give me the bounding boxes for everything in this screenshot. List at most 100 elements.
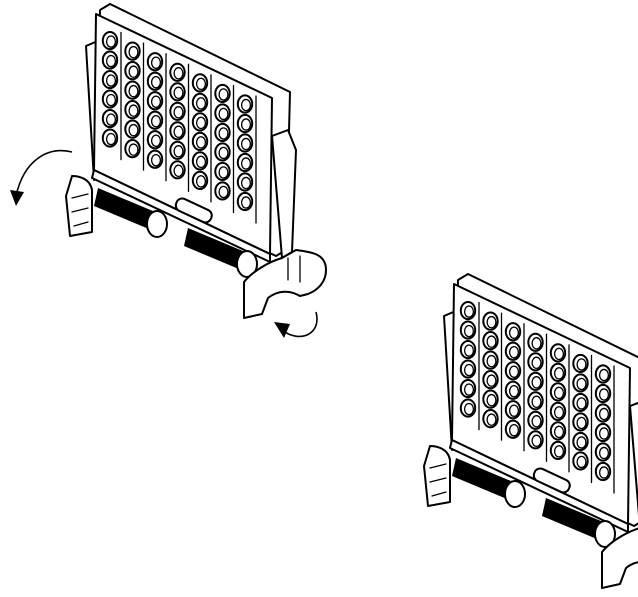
grid-hole-rim: [173, 106, 184, 119]
grid-hole-rim: [598, 427, 610, 440]
grid-hole-rim: [576, 377, 587, 391]
grid-hole-rim: [150, 95, 162, 108]
board-assembly-rotating-legs: [10, 3, 327, 338]
grid-hole-rim: [105, 113, 117, 126]
grid-hole-rim: [598, 407, 610, 421]
grid-hole-rim: [240, 196, 252, 209]
grid-hole-rim: [150, 114, 162, 128]
grid-hole-rim: [553, 406, 565, 419]
grid-hole-rim: [195, 155, 207, 169]
grid-hole-rim: [105, 54, 117, 68]
grid-hole-rim: [463, 324, 475, 338]
grid-hole-rim: [598, 368, 610, 382]
grid-hole-rim: [128, 143, 139, 156]
grid-hole-rim: [218, 166, 229, 179]
grid-hole-rim: [553, 347, 565, 361]
grid-hole-rim: [508, 384, 520, 398]
grid-hole-rim: [576, 358, 587, 371]
rotate-arrow-right: [281, 311, 318, 338]
grid-hole-rim: [150, 56, 162, 69]
grid-hole-rim: [531, 356, 542, 370]
grid-hole-rim: [128, 45, 139, 59]
grid-hole-rim: [486, 393, 497, 407]
grid-hole-rim: [553, 386, 565, 400]
grid-hole-rim: [508, 326, 520, 339]
grid-hole-rim: [218, 146, 229, 160]
grid-hole-rim: [173, 145, 184, 158]
grid-hole-rim: [598, 388, 610, 401]
grid-hole-rim: [508, 404, 520, 417]
grid-hole-rim: [576, 436, 587, 449]
grid-hole-rim: [173, 164, 184, 178]
grid-hole-rim: [240, 176, 252, 190]
arrowhead-right: [274, 322, 290, 338]
grid-hole-rim: [531, 376, 542, 389]
centre-latch: [174, 197, 213, 224]
grid-hole-rim: [195, 77, 207, 91]
release-slider-left: [452, 458, 518, 502]
grid-hole-rim: [195, 97, 207, 110]
arrowhead-left: [10, 190, 24, 206]
grid-hole-rim: [486, 354, 497, 368]
grid-hole-rim: [128, 123, 139, 137]
centre-latch: [532, 467, 571, 494]
grid-hole-rim: [240, 98, 252, 112]
rotate-arrow-left: [15, 150, 73, 197]
grid-hole-rim: [150, 75, 162, 89]
right-leg-upright: [629, 401, 638, 516]
grid-hole-rim: [463, 402, 475, 416]
grid-hole-rim: [173, 86, 184, 100]
grid-hole-rim: [508, 365, 520, 378]
left-foot: [423, 445, 451, 507]
grid-hole-rim: [508, 345, 520, 359]
left-foot-ribs: [429, 463, 447, 497]
grid-hole-rim: [531, 337, 542, 350]
grid-hole-rim: [531, 395, 542, 409]
grid-hole-rim: [463, 344, 475, 357]
slider-end-left: [146, 210, 168, 238]
grid-hole-rim: [553, 367, 565, 380]
grid-hole-rim: [240, 118, 252, 131]
grid-hole-rim: [463, 363, 475, 377]
grid-hole-rim: [576, 455, 587, 469]
left-foot-ribs: [71, 193, 89, 227]
grid-hole-rim: [128, 84, 139, 98]
grid-hole-rim: [218, 185, 229, 199]
grid-hole-rim: [486, 335, 497, 348]
grid-hole-rim: [105, 35, 117, 48]
right-leg-upright: [271, 129, 297, 259]
grid-hole-rim: [173, 125, 184, 139]
right-foot: [243, 249, 327, 319]
grid-hole-rim: [195, 136, 207, 149]
grid-hole-rim: [105, 74, 117, 87]
grid-hole-rim: [598, 446, 610, 460]
slider-end-left: [504, 480, 526, 508]
grid-hole-rim: [598, 466, 610, 479]
release-slider-right: [542, 498, 608, 542]
release-slider-left: [94, 188, 160, 232]
grid-hole-rim: [553, 425, 565, 439]
rotation-arrows: [10, 150, 318, 338]
grid-hole-rim: [150, 153, 162, 167]
slider-end-right: [236, 250, 258, 278]
grid-hole-rim: [463, 383, 475, 396]
grid-hole-rim: [463, 305, 475, 318]
grid-hole-rim: [553, 445, 565, 458]
grid-hole-rim: [240, 157, 252, 170]
grid-hole-rim: [150, 134, 162, 147]
grid-hole-rim: [218, 127, 229, 140]
grid-hole-rim: [195, 116, 207, 130]
grid-hole-rim: [105, 93, 117, 107]
grid-hole-rim: [486, 413, 497, 426]
grid-hole-rim: [173, 67, 184, 80]
grid-hole-rim: [486, 315, 497, 329]
right-foot: [601, 527, 638, 589]
slider-end-right: [594, 520, 616, 548]
grid-hole-rim: [576, 397, 587, 410]
left-foot: [65, 175, 93, 237]
grid-hole-rim: [486, 374, 497, 387]
release-slider-right: [184, 228, 250, 272]
grid-hole-rim: [218, 107, 229, 121]
grid-hole-rim: [576, 416, 587, 430]
